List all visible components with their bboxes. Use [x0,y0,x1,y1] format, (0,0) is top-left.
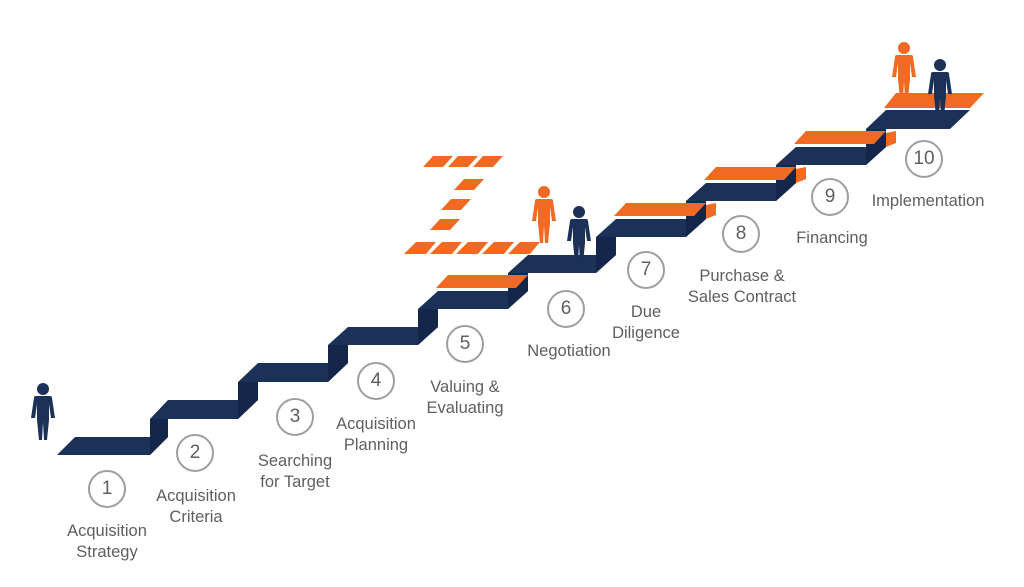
step-number-3: 3 [276,398,314,436]
step-label-6: Negotiation [527,342,611,360]
stair-tread-4 [328,327,438,345]
step-label-7: Due Diligence [612,303,680,342]
step-number-6: 6 [547,290,585,328]
stair-riser-1 [150,419,168,455]
step-number-4: 4 [357,362,395,400]
pattern-block [473,156,503,167]
stair-tread-8 [686,183,796,201]
pattern-block [482,242,514,254]
stair-tread-6 [508,255,616,273]
step-number-1: 1 [88,470,126,508]
stair-riser-2 [238,382,258,419]
orange-block-pattern [404,156,540,254]
step-number-8: 8 [722,215,760,253]
orange-riser-8 [796,167,806,183]
step-label-10: Implementation [871,192,985,210]
stair-riser-6 [596,237,616,273]
stair-tread-5 [418,291,528,309]
orange-step-9 [794,131,886,144]
stair-tread-7 [596,219,706,237]
person-icon-orange [892,42,916,99]
stair-riser-4 [418,309,438,345]
stair-tread-1 [57,437,168,455]
pattern-block [441,199,471,210]
pattern-block [448,156,478,167]
step-number-10: 10 [905,140,943,178]
step-label-9: Financing [796,229,868,247]
step-number-5: 5 [446,325,484,363]
step-label-2: Acquisition Criteria [156,487,236,526]
pattern-block [423,156,453,167]
step-number-7: 7 [627,251,665,289]
orange-step-10 [884,93,984,108]
stair-tread-3 [238,363,348,382]
orange-step-8 [704,167,796,180]
pattern-block [430,219,460,230]
pattern-block [430,242,462,254]
staircase-steps [57,110,970,455]
staircase-orange-steps [436,93,984,288]
pattern-block [404,242,436,254]
step-number-2: 2 [176,434,214,472]
pattern-block [508,242,540,254]
step-number-9: 9 [811,178,849,216]
orange-step-5 [436,275,528,288]
stair-tread-10 [866,110,970,129]
orange-riser-7 [706,203,716,219]
stair-tread-9 [776,147,886,165]
pattern-block [456,242,488,254]
person-icon-orange [532,186,556,243]
step-label-8: Purchase & Sales Contract [687,267,797,306]
step-label-4: Acquisition Planning [336,415,416,454]
person-icon-navy [31,383,55,440]
pattern-block [454,179,484,190]
step-label-5: Valuing & Evaluating [426,378,504,417]
step-label-1: Acquisition Strategy [67,522,147,561]
stair-riser-3 [328,345,348,382]
person-icon-navy [567,206,591,263]
orange-riser-9 [886,131,896,147]
orange-step-7 [614,203,706,216]
step-label-3: Searching for Target [257,452,333,491]
stair-tread-2 [150,400,258,419]
